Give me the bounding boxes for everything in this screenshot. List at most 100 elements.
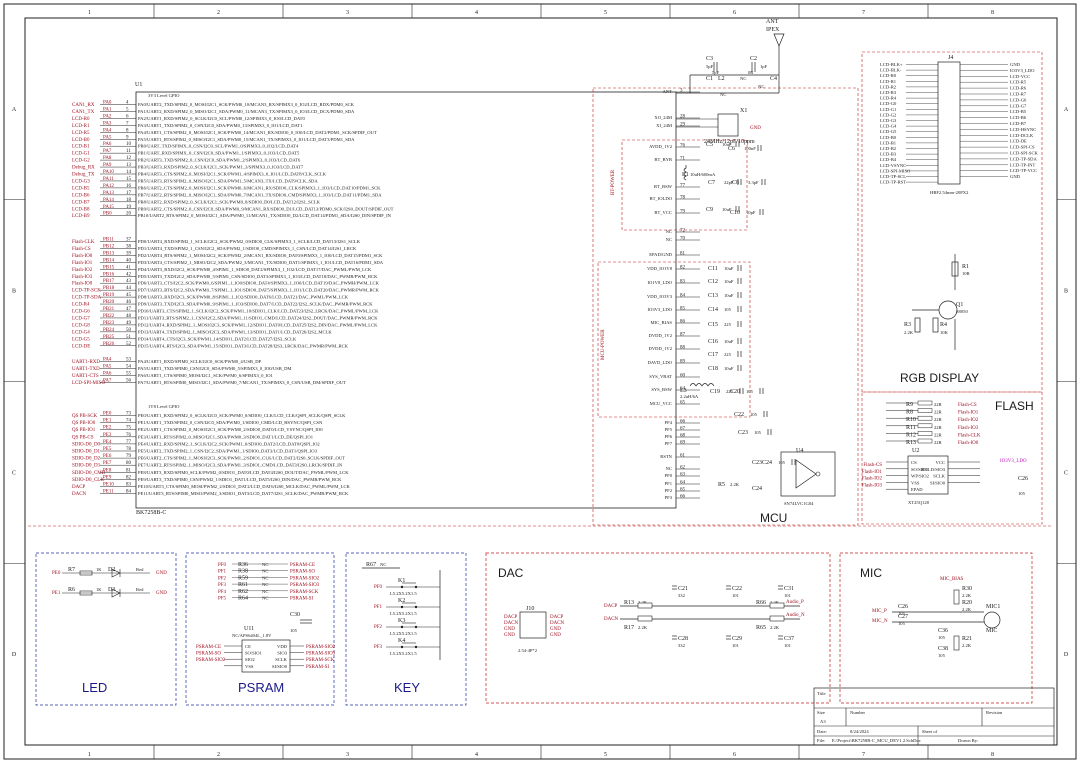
flash-block-border — [861, 391, 1043, 525]
u1-pin-name: PB23 — [103, 321, 115, 326]
column-marker-top: 4 — [475, 10, 478, 16]
r1-ref: R1 — [962, 264, 969, 270]
u1-right-pin-name: NC — [666, 229, 672, 234]
u1-pin-function: PD6/UART3_CTS/I2C2_SCK/PWM0_6/SPIM1_1_IO… — [138, 281, 380, 286]
l3-value: 2.2uH/6A — [680, 394, 699, 399]
reset-c23-ref: C23 — [752, 460, 762, 466]
flash-pin-net: Flash-IO3 — [862, 483, 883, 488]
u1-pin-name: PB16 — [103, 272, 115, 277]
mic-part-ref: R21 — [962, 636, 972, 642]
u1-pin-function: PA1/UART2_RXD/SPIM2_0_MISO/I2C1_SDA/PWM0… — [138, 109, 355, 114]
mcu-cap-value: 10uF — [722, 207, 732, 212]
mcu-cap-ref: C17 — [708, 352, 718, 358]
dac-out-n: Audio_N — [786, 613, 805, 618]
u1-pin-name: PE10 — [103, 483, 114, 488]
dac-cap-ref: C28 — [678, 636, 688, 642]
rgb-block-title: RGB DISPLAY — [900, 371, 979, 385]
rf-part-label: NC — [720, 92, 726, 97]
u1-pin-function: PE11/UART3_RTS/SPIM0_MISO/PWM2_3/SDIO1_D… — [138, 491, 349, 496]
column-marker-top: 3 — [346, 10, 349, 16]
u1-right-pin-number: 89 — [680, 360, 686, 365]
u1-pin-function: PD14/UART4_CTS/I2C3_SCK/PWM1_14/SDIO1_DA… — [138, 336, 297, 341]
u1-pin-name: PA15 — [103, 205, 114, 210]
dac-cap-value: 101 — [732, 643, 740, 648]
u1-right-pin-name: PF0 — [665, 473, 673, 478]
u1-pin-number: 81 — [126, 468, 132, 473]
rgb-right-net: LCD-DE — [1010, 139, 1027, 144]
u1-right-pin-name: PF1 — [665, 481, 673, 486]
u1-net-label: LCD-DE — [72, 344, 90, 349]
u1-right-pin-name: BT_BSW — [654, 184, 673, 189]
u1-right-pin-number: 85 — [680, 307, 686, 312]
mcu-cap-ref: C5 — [706, 142, 713, 148]
u1-right-pin-number: 70 — [680, 237, 686, 242]
u1-right-pin-name: PF4 — [665, 420, 673, 425]
flash-right-pin: SCLK — [933, 474, 945, 479]
psram-res-ref: R36 — [238, 562, 248, 568]
psram-right-pin: SI/SIO0 — [272, 664, 288, 669]
psram-pin-net-r: PSRAM-SI — [306, 665, 329, 670]
u1-pin-name: PA13 — [103, 191, 114, 196]
psram-res-ref: R59 — [238, 575, 248, 581]
u1-pin-name: PA4 — [103, 358, 112, 363]
row-marker-right: B — [1064, 289, 1068, 295]
u1-net-label: LCD-B6 — [72, 193, 90, 198]
u1-pin-name: PB0 — [103, 212, 112, 217]
u1-pin-name: PA2 — [103, 114, 112, 119]
u1-right-pin-number: 84 — [680, 294, 686, 299]
psram-c-value: 105 — [290, 628, 298, 633]
psram-right-pin: SCLK — [275, 657, 287, 662]
flash-res-value: 22R — [934, 402, 943, 407]
u1-net-label: QS PB-IO0 — [72, 421, 96, 426]
u1-pin-name: PA7 — [103, 378, 112, 383]
u1-pin-name: PB22 — [103, 314, 115, 319]
rgb-left-net: LCD-B0 — [880, 135, 897, 140]
psram-res-value: NC — [262, 562, 268, 567]
u1-pin-number: 82 — [126, 475, 132, 480]
u1-pin-number: 56 — [126, 378, 132, 383]
u1-pin-number: 52 — [126, 342, 132, 347]
u1-net-label: CAN1_TX — [72, 110, 95, 115]
mcu-cap-value: 10pF — [746, 210, 756, 215]
mcu-cap-ref: C20 — [730, 389, 740, 395]
u1-right-pin-name: DVDD_1V2 — [649, 333, 673, 338]
rf-part-label: C3 — [706, 56, 713, 62]
row-marker-right: D — [1064, 652, 1069, 658]
dac-block-border — [485, 552, 831, 704]
rgb-left-net: LCD-B1 — [880, 140, 897, 145]
u1-right-pin-name: XI_24M — [656, 123, 672, 128]
u1-right-pin-name: NC — [666, 466, 672, 471]
mcu-cap-ref: C11 — [708, 266, 718, 272]
l3-ref: L3 — [680, 388, 687, 394]
u1-pin-number: 53 — [126, 358, 132, 363]
dac-conn-net-left: DACN — [504, 621, 519, 626]
reset-c24-ref: C24 — [752, 486, 762, 492]
u1-net-label: Flash-IO1 — [72, 261, 93, 266]
dac-conn-net-right: DACN — [550, 621, 565, 626]
led-res-ref: R7 — [68, 567, 75, 573]
rgb-left-net: LCD-R1 — [880, 79, 897, 84]
u1-net-label: Debug_TX — [72, 173, 95, 178]
u1-pin-name: PE5 — [103, 447, 112, 452]
key-block-title: KEY — [394, 680, 420, 695]
u1-right-pin-number: 77 — [680, 184, 686, 189]
psram-left-net: PF1 — [218, 570, 227, 575]
column-marker-bottom: 8 — [991, 752, 994, 758]
psram-left-net: PF3 — [218, 583, 227, 588]
u1-pin-number: 11 — [126, 149, 131, 154]
key-pin-net: PF3 — [374, 645, 383, 650]
rgb-left-net: LCD-G1 — [880, 107, 897, 112]
u1-right-pin-number: 28 — [680, 115, 686, 120]
u1-pin-number: 46 — [126, 300, 132, 305]
u1-pin-name: PB17 — [103, 279, 115, 284]
led-diode-icon — [111, 588, 121, 598]
led-color: Red — [136, 567, 144, 572]
mcu-cap-ref: C6 — [728, 146, 735, 152]
number-label: Number — [850, 710, 866, 715]
key-block-border — [345, 552, 467, 706]
u1-pin-function: PB10/UART2_RTS/SPIM2_0_MOSI/I2C1_SDA/PWM… — [138, 213, 392, 218]
dac-res-ref: R65 — [756, 625, 766, 631]
q1-ref: Q1 — [956, 302, 963, 308]
u1-pin-number: 78 — [126, 447, 132, 452]
key-part: L5.2X5.2X1.5 — [390, 611, 417, 616]
